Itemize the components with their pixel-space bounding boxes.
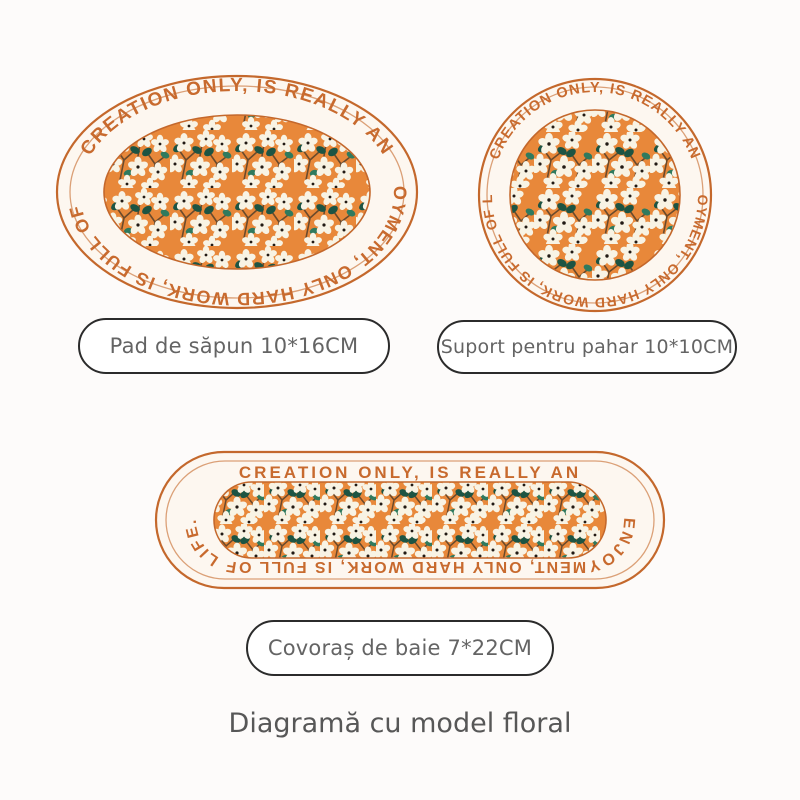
soap-pad-field-edge	[103, 114, 371, 270]
product-soap-pad[interactable]: CREATION ONLY, IS REALLY AN ENJOYMENT, O…	[39, 56, 428, 312]
bath-mat-inner-ring	[165, 460, 655, 580]
label-cup-coaster[interactable]: Suport pentru pahar 10*10CM	[437, 320, 737, 374]
bath-mat-rim-text-top: CREATION ONLY, IS REALLY AN	[239, 463, 581, 482]
bath-mat-floral-pattern	[214, 482, 606, 558]
label-soap-pad-text: Pad de săpun 10*16CM	[109, 334, 359, 358]
page-title: Diagramă cu model floral	[228, 708, 572, 739]
product-bath-mat[interactable]: CREATION ONLY, IS REALLY AN ENJOYMENT, O…	[152, 432, 668, 608]
label-bath-mat[interactable]: Covoraș de baie 7*22CM	[246, 620, 554, 676]
cup-coaster-inner-ring	[486, 86, 704, 304]
product-cup-coaster[interactable]: CREATION ONLY, IS REALLY AN ENJOYMENT, O…	[470, 63, 714, 314]
cup-coaster-graphic: CREATION ONLY, IS REALLY AN ENJOYMENT, O…	[470, 63, 713, 313]
soap-pad-graphic: CREATION ONLY, IS REALLY AN ENJOYMENT, O…	[39, 56, 419, 310]
label-soap-pad[interactable]: Pad de săpun 10*16CM	[78, 318, 390, 374]
label-cup-coaster-text: Suport pentru pahar 10*10CM	[440, 336, 734, 358]
label-bath-mat-text: Covoraș de baie 7*22CM	[267, 636, 533, 660]
bath-mat-field-edge	[213, 481, 607, 559]
soap-pad-inner-ring	[69, 85, 405, 299]
cup-coaster-floral-pattern	[510, 110, 680, 280]
cup-coaster-field-edge	[509, 109, 681, 281]
bath-mat-graphic: CREATION ONLY, IS REALLY AN ENJOYMENT, O…	[154, 450, 666, 590]
soap-pad-floral-pattern	[104, 115, 370, 269]
